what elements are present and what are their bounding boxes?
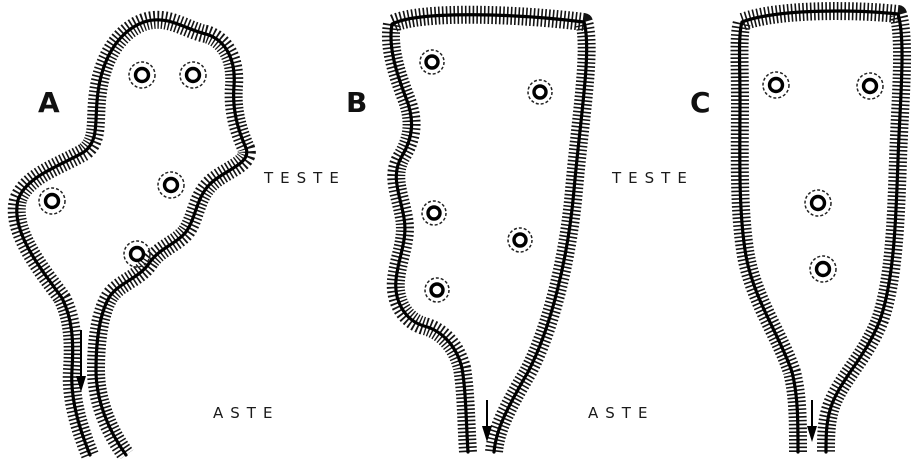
cell-marker	[508, 228, 532, 252]
cell-marker	[420, 50, 444, 74]
panel-letter-a: A	[38, 86, 60, 119]
cell-marker	[39, 188, 65, 214]
cell-marker	[425, 278, 449, 302]
stem-label-1: ASTE	[213, 404, 279, 422]
head-label-1: TESTE	[263, 169, 346, 187]
cell-marker	[124, 241, 150, 267]
cell-marker	[180, 62, 206, 88]
shape-b	[391, 15, 587, 452]
cell-marker	[422, 201, 446, 225]
panel-letter-b: B	[346, 86, 367, 119]
stem-label-2: ASTE	[588, 404, 654, 422]
flow-arrow-c	[807, 400, 817, 442]
cell-marker	[805, 190, 831, 216]
cell-marker	[158, 172, 184, 198]
panel-letter-c: C	[690, 86, 711, 119]
cell-marker	[857, 73, 883, 99]
flow-arrow-b	[482, 400, 492, 442]
cell-marker	[810, 256, 836, 282]
cell-marker	[528, 80, 552, 104]
cell-marker	[129, 62, 155, 88]
cell-marker	[763, 72, 789, 98]
head-label-2: TESTE	[611, 169, 694, 187]
shape-c	[740, 11, 903, 452]
